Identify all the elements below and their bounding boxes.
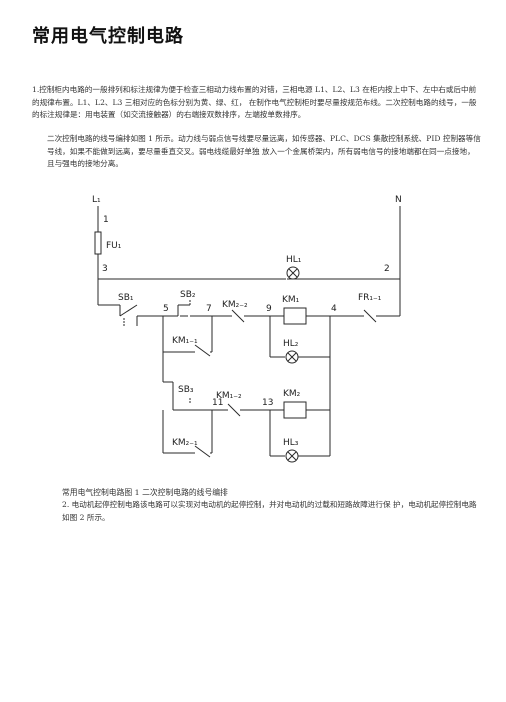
label-km1-1: KM₁₋₁ (172, 336, 198, 346)
label-wire-1: 1 (103, 215, 109, 225)
label-hl3: HL₃ (283, 438, 299, 448)
label-fu1: FU₁ (106, 241, 122, 251)
label-wire-13: 13 (262, 398, 273, 408)
label-km1: KM₁ (282, 295, 300, 305)
coil-km2 (283, 401, 307, 419)
fuse-fu1 (94, 231, 102, 255)
label-fr: FR₁₋₁ (358, 293, 382, 303)
label-hl1: HL₁ (286, 255, 302, 265)
label-km2: KM₂ (283, 389, 301, 399)
coil-km1 (283, 307, 307, 325)
paragraph-wire-numbering: 二次控制电路的线号编排如图 1 所示。动力线与弱点信号线要尽量远离，如传感器、P… (47, 134, 481, 169)
page-title: 常用电气控制电路 (32, 26, 184, 47)
paragraph-wiring-rules: 1.控制柜内电路的一般排列和标注规律为便于检查三相动力线布置的对错，三相电源 L… (32, 85, 477, 120)
label-hl2: HL₂ (283, 339, 299, 349)
label-sb1: SB₁ (118, 293, 134, 303)
label-wire-11: 11 (212, 398, 223, 408)
label-n: N (395, 195, 402, 205)
label-km1-2: KM₁₋₂ (216, 391, 242, 401)
label-km2-1: KM₂₋₁ (172, 438, 198, 448)
label-l1: L₁ (92, 195, 101, 205)
label-wire-7: 7 (206, 304, 212, 314)
figure-caption: 常用电气控制电路图 1 二次控制电路的线号编排 (62, 488, 228, 497)
label-sb3: SB₃ (178, 385, 194, 395)
label-wire-9: 9 (266, 304, 272, 314)
label-wire-5: 5 (163, 304, 169, 314)
label-sb2: SB₂ (180, 290, 196, 300)
label-wire-4: 4 (331, 304, 337, 314)
paragraph-motor-control: 2. 电动机起停控制电路该电路可以实现对电动机的起停控制，并对电动机的过载和短路… (62, 500, 477, 522)
label-km2-2: KM₂₋₂ (222, 300, 248, 310)
label-wire-3: 3 (102, 264, 108, 274)
label-wire-2: 2 (384, 264, 390, 274)
